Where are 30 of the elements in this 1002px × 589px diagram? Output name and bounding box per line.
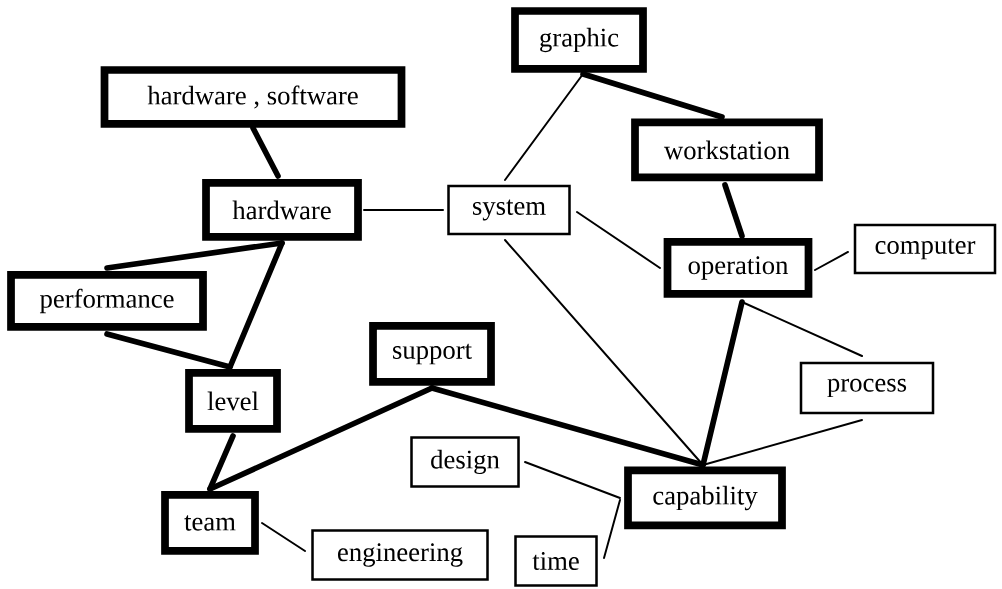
connector-line xyxy=(741,301,863,357)
concept-box: support xyxy=(369,322,495,386)
concept-box: process xyxy=(799,361,935,415)
connector-line xyxy=(524,461,621,499)
concept-box: hardware , software xyxy=(100,66,406,128)
connector-line xyxy=(814,251,849,271)
connector-line xyxy=(700,299,745,468)
concept-box: system xyxy=(447,184,571,236)
concept-box: computer xyxy=(853,223,997,275)
connector-line xyxy=(702,419,863,466)
connector-line xyxy=(603,499,621,559)
concept-box: engineering xyxy=(311,529,489,581)
concept-box: graphic xyxy=(511,7,647,73)
connector-line xyxy=(722,182,745,239)
concept-box: operation xyxy=(663,238,813,298)
connector-line xyxy=(104,331,233,370)
connector-line xyxy=(363,209,444,211)
connector-line xyxy=(576,211,661,269)
concept-box: team xyxy=(161,491,259,555)
concept-box: performance xyxy=(7,271,207,331)
concept-box: level xyxy=(185,369,281,433)
connector-line xyxy=(261,522,306,552)
connector-line xyxy=(504,73,584,181)
concept-box: design xyxy=(410,436,520,488)
connector-line xyxy=(580,71,725,120)
concept-box: time xyxy=(514,535,598,587)
concept-box: capability xyxy=(624,466,786,530)
concept-box: hardware xyxy=(202,179,362,241)
connector-line xyxy=(250,125,281,179)
concept-box: workstation xyxy=(631,118,823,182)
